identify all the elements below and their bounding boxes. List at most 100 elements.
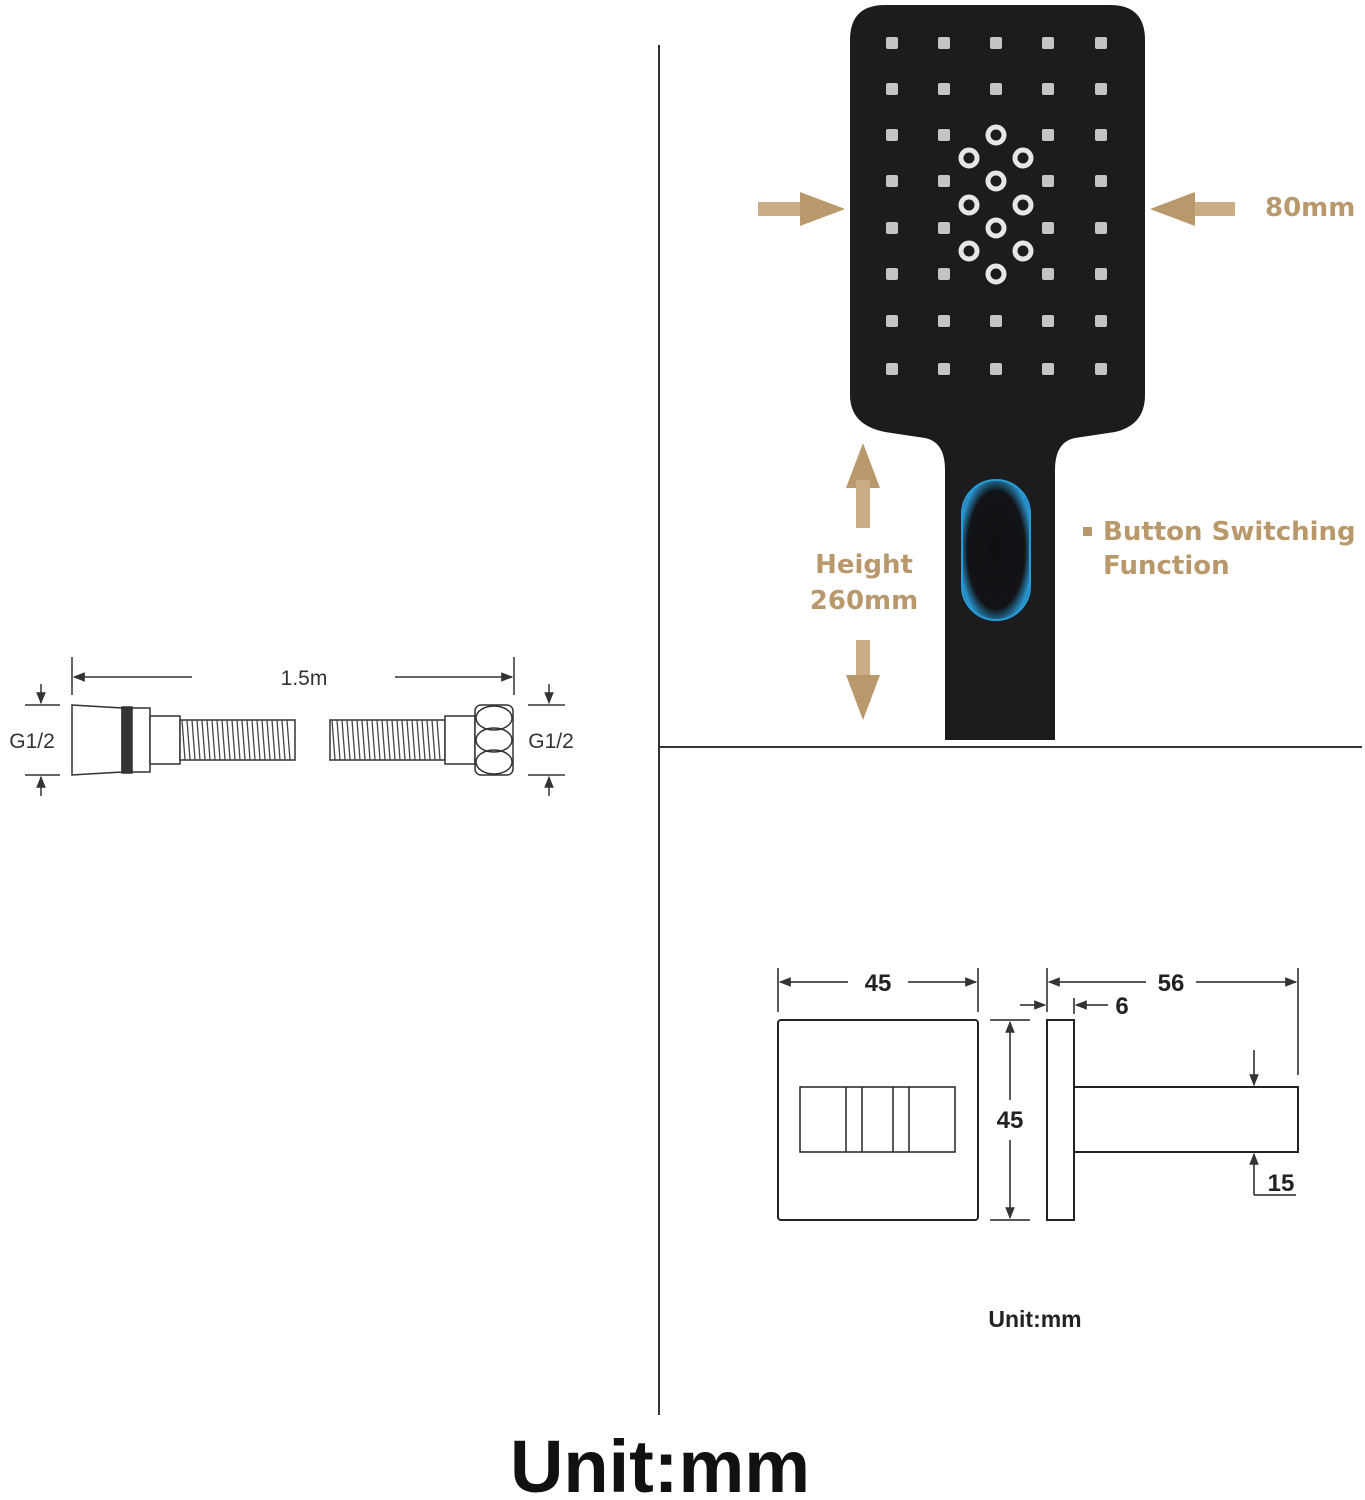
hose-rib bbox=[206, 719, 211, 761]
hose-rib bbox=[261, 719, 266, 761]
nozzle-square bbox=[938, 37, 950, 49]
nozzle-square bbox=[990, 37, 1002, 49]
width-arrow-left bbox=[758, 192, 845, 226]
nozzle-square bbox=[886, 175, 898, 187]
hose-left-thread-label: G1/2 bbox=[9, 730, 55, 753]
button-label-bullet bbox=[1083, 527, 1092, 536]
hose-rib bbox=[196, 719, 201, 761]
hose-rib bbox=[351, 719, 356, 761]
hose-rib bbox=[201, 719, 206, 761]
hose-rib bbox=[231, 719, 236, 761]
nozzle-square bbox=[886, 363, 898, 375]
nozzle-square bbox=[938, 363, 950, 375]
nozzle-square bbox=[990, 363, 1002, 375]
bracket-width-label: 45 bbox=[865, 970, 892, 997]
bracket-plate-label: 6 bbox=[1115, 993, 1128, 1020]
hose-rib bbox=[371, 719, 376, 761]
nozzle-ring bbox=[1012, 147, 1034, 169]
button-label-line1: Button Switching bbox=[1103, 517, 1356, 547]
hose-rib bbox=[256, 719, 261, 761]
hose-rib bbox=[416, 719, 421, 761]
height-arrow-up bbox=[846, 443, 880, 528]
hose-rib bbox=[236, 719, 241, 761]
nozzle-ring bbox=[985, 263, 1007, 285]
hose-rib bbox=[396, 719, 401, 761]
hose-rib bbox=[246, 719, 251, 761]
hose-ribs-right bbox=[331, 719, 441, 761]
hose-rib bbox=[421, 719, 426, 761]
hose-rib bbox=[391, 719, 396, 761]
nozzle-square bbox=[1095, 222, 1107, 234]
hose-rib bbox=[181, 719, 186, 761]
height-label-line2: 260mm bbox=[810, 586, 918, 616]
bracket-unit-label: Unit:mm bbox=[988, 1306, 1081, 1332]
hose-rib bbox=[186, 719, 191, 761]
hose-rib bbox=[216, 719, 221, 761]
nozzle-square bbox=[990, 315, 1002, 327]
nozzle-square bbox=[1042, 129, 1054, 141]
bracket-diagram bbox=[777, 968, 1299, 1221]
bracket-arm-label: 15 bbox=[1268, 1170, 1295, 1197]
nozzle-grid bbox=[886, 37, 1107, 375]
bracket-height-label: 45 bbox=[997, 1107, 1024, 1134]
nozzle-square bbox=[938, 315, 950, 327]
hose-length-label: 1.5m bbox=[281, 667, 328, 690]
hose-rib bbox=[251, 719, 256, 761]
nozzle-square bbox=[1095, 363, 1107, 375]
nozzle-square bbox=[938, 268, 950, 280]
nozzle-square bbox=[1042, 222, 1054, 234]
nozzle-square bbox=[886, 129, 898, 141]
hose-rib bbox=[356, 719, 361, 761]
nozzle-ring bbox=[985, 170, 1007, 192]
nozzle-square bbox=[886, 83, 898, 95]
hose-rib bbox=[431, 719, 436, 761]
bracket-depth-label: 56 bbox=[1158, 970, 1185, 997]
nozzle-square bbox=[886, 315, 898, 327]
nozzle-square bbox=[1042, 363, 1054, 375]
hose-rib bbox=[191, 719, 196, 761]
hose-rib bbox=[276, 719, 281, 761]
nozzle-square bbox=[1095, 175, 1107, 187]
hose-rib bbox=[376, 719, 381, 761]
hose-rib bbox=[406, 719, 411, 761]
hose-rib bbox=[266, 719, 271, 761]
hose-rib bbox=[331, 719, 336, 761]
nozzle-ring bbox=[985, 124, 1007, 146]
hose-rib bbox=[386, 719, 391, 761]
nozzle-ring bbox=[958, 240, 980, 262]
nozzle-square bbox=[1095, 37, 1107, 49]
switch-button[interactable] bbox=[961, 479, 1031, 621]
nozzle-square bbox=[1095, 129, 1107, 141]
hose-rib bbox=[401, 719, 406, 761]
hose-rib bbox=[361, 719, 366, 761]
nozzle-square bbox=[1095, 315, 1107, 327]
hose-rib bbox=[436, 719, 441, 761]
nozzle-ring bbox=[958, 194, 980, 216]
nozzle-ring bbox=[958, 147, 980, 169]
hose-ribs-left bbox=[181, 719, 291, 761]
hose-rib bbox=[366, 719, 371, 761]
nozzle-square bbox=[938, 129, 950, 141]
nozzle-square bbox=[938, 175, 950, 187]
footer-unit-label: Unit:mm bbox=[510, 1425, 810, 1500]
hose-rib bbox=[286, 719, 291, 761]
hose-rib bbox=[346, 719, 351, 761]
hose-rib bbox=[426, 719, 431, 761]
width-label: 80mm bbox=[1265, 193, 1355, 223]
hose-right-thread-label: G1/2 bbox=[528, 730, 574, 753]
hose-rib bbox=[221, 719, 226, 761]
nozzle-square bbox=[1042, 83, 1054, 95]
nozzle-ring bbox=[985, 217, 1007, 239]
nozzle-square bbox=[886, 268, 898, 280]
button-label-line2: Function bbox=[1103, 551, 1230, 581]
nozzle-ring bbox=[1012, 240, 1034, 262]
nozzle-square bbox=[990, 83, 1002, 95]
nozzle-square bbox=[1095, 83, 1107, 95]
height-arrow-down bbox=[846, 640, 880, 720]
nozzle-ring bbox=[1012, 194, 1034, 216]
hose-rib bbox=[281, 719, 286, 761]
nozzle-square bbox=[886, 222, 898, 234]
shower-head bbox=[850, 5, 1145, 740]
hose-rib bbox=[381, 719, 386, 761]
